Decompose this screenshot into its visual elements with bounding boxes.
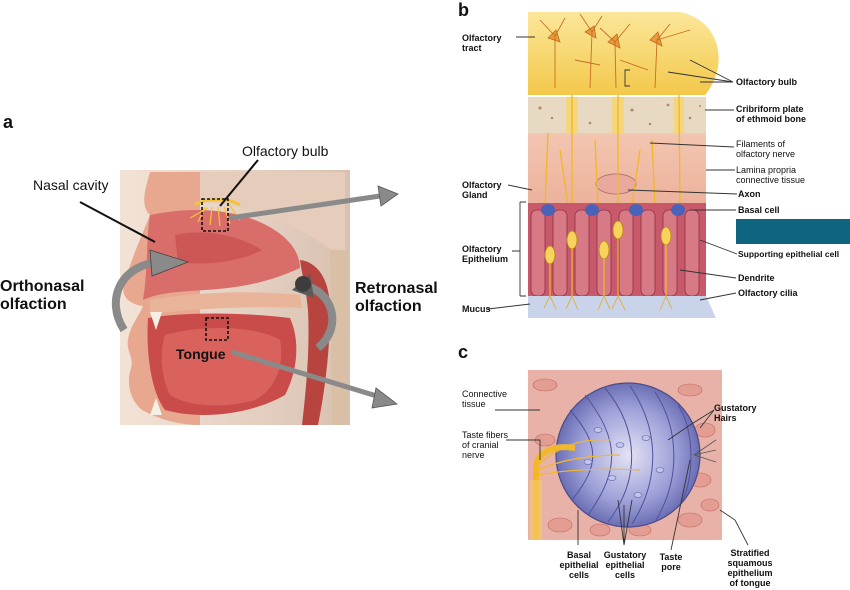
- label-filaments-line2: olfactory nerve: [736, 149, 796, 159]
- label-axon: Axon: [738, 189, 761, 199]
- label-dendrite: Dendrite: [738, 273, 775, 283]
- label-tongue: Tongue: [176, 346, 226, 362]
- label-olfactory-bulb-b: Olfactory bulb: [736, 77, 798, 87]
- panel-b-letter: b: [458, 0, 469, 20]
- label-basal-cell: Basal cell: [738, 205, 780, 215]
- label-filaments-line1: Filaments of: [736, 139, 786, 149]
- label-gustatory-cells-line2: epithelial: [605, 560, 645, 570]
- label-nasal-cavity: Nasal cavity: [33, 177, 109, 193]
- label-olfactory-epithelium-line2: Epithelium: [462, 254, 509, 264]
- label-cribriform-line1: Cribriform plate: [736, 104, 804, 114]
- label-retronasal: Retronasal olfaction: [355, 280, 438, 316]
- label-olfactory-tract-line2: tract: [462, 43, 482, 53]
- label-stratified-line4: of tongue: [729, 578, 771, 588]
- panel-c-leaders: [495, 409, 749, 551]
- label-stratified-line2: squamous: [727, 558, 773, 568]
- label-connective-line2: tissue: [462, 399, 486, 409]
- label-basal-epithelial-cells: Basal epithelial cells: [555, 550, 603, 580]
- label-gustatory-hairs: Gustatory Hairs: [714, 403, 757, 423]
- label-orthonasal: Orthonasal olfaction: [0, 278, 84, 314]
- label-stratified-line1: Stratified: [730, 548, 770, 558]
- label-olfactory-bulb-a: Olfactory bulb: [242, 143, 329, 159]
- label-lamina-propria: Lamina propria connective tissue: [736, 165, 805, 185]
- label-olfactory-gland: Olfactory Gland: [462, 180, 502, 200]
- label-lamina-line1: Lamina propria: [736, 165, 797, 175]
- label-olfactory-tract-line1: Olfactory: [462, 33, 502, 43]
- label-lamina-line2: connective tissue: [736, 175, 806, 185]
- panel-b-leaders: [487, 36, 738, 310]
- label-connective-line1: Connective: [462, 389, 508, 399]
- label-olfactory-gland-line1: Olfactory: [462, 180, 502, 190]
- label-gustatory-epithelial-cells: Gustatory epithelial cells: [600, 550, 650, 580]
- label-retronasal-line2: olfaction: [355, 298, 422, 315]
- label-filaments: Filaments of olfactory nerve: [736, 139, 795, 159]
- label-mucus: Mucus: [462, 304, 491, 314]
- label-retronasal-line1: Retronasal: [355, 280, 438, 297]
- label-stratified-line3: epithelium: [727, 568, 773, 578]
- label-taste-fibers: Taste fibers of cranial nerve: [462, 430, 508, 460]
- label-connective-tissue: Connective tissue: [462, 389, 507, 409]
- label-taste-pore-line2: pore: [661, 562, 681, 572]
- label-basal-line2: epithelial: [559, 560, 599, 570]
- label-gustatory-cells-line3: cells: [614, 570, 636, 580]
- label-supporting-cell: Supporting epithelial cell: [738, 249, 840, 259]
- panel-b-illustration: [528, 12, 850, 318]
- panel-c-illustration: [528, 370, 722, 540]
- label-orthonasal-line2: olfaction: [0, 296, 67, 313]
- label-gustatory-hairs-line1: Gustatory: [714, 403, 757, 413]
- label-basal-line3: cells: [568, 570, 590, 580]
- label-cribriform-line2: of ethmoid bone: [736, 114, 806, 124]
- panel-a-illustration: [120, 170, 350, 425]
- panel-c-letter: c: [458, 342, 469, 362]
- panel-a-pointers: [79, 159, 399, 409]
- label-taste-fibers-line2: of cranial: [462, 440, 499, 450]
- label-cribriform-plate: Cribriform plate of ethmoid bone: [736, 104, 806, 124]
- label-olfactory-epithelium-line1: Olfactory: [462, 244, 502, 254]
- label-olfactory-cilia: Olfactory cilia: [738, 288, 798, 298]
- label-gustatory-hairs-line2: Hairs: [714, 413, 737, 423]
- label-gustatory-cells-line1: Gustatory: [603, 550, 647, 560]
- panel-a-letter: a: [3, 112, 14, 132]
- label-taste-pore: Taste pore: [654, 552, 688, 572]
- label-taste-fibers-line1: Taste fibers: [462, 430, 509, 440]
- label-basal-line1: Basal: [566, 550, 592, 560]
- label-orthonasal-line1: Orthonasal: [0, 278, 85, 295]
- label-olfactory-tract: Olfactory tract: [462, 33, 502, 53]
- label-stratified-epithelium: Stratified squamous epithelium of tongue: [722, 548, 778, 588]
- label-olfactory-gland-line2: Gland: [462, 190, 488, 200]
- label-taste-fibers-line3: nerve: [462, 450, 485, 460]
- redaction-bar: [736, 219, 850, 244]
- label-olfactory-epithelium: Olfactory Epithelium: [462, 244, 508, 264]
- label-taste-pore-line1: Taste: [659, 552, 683, 562]
